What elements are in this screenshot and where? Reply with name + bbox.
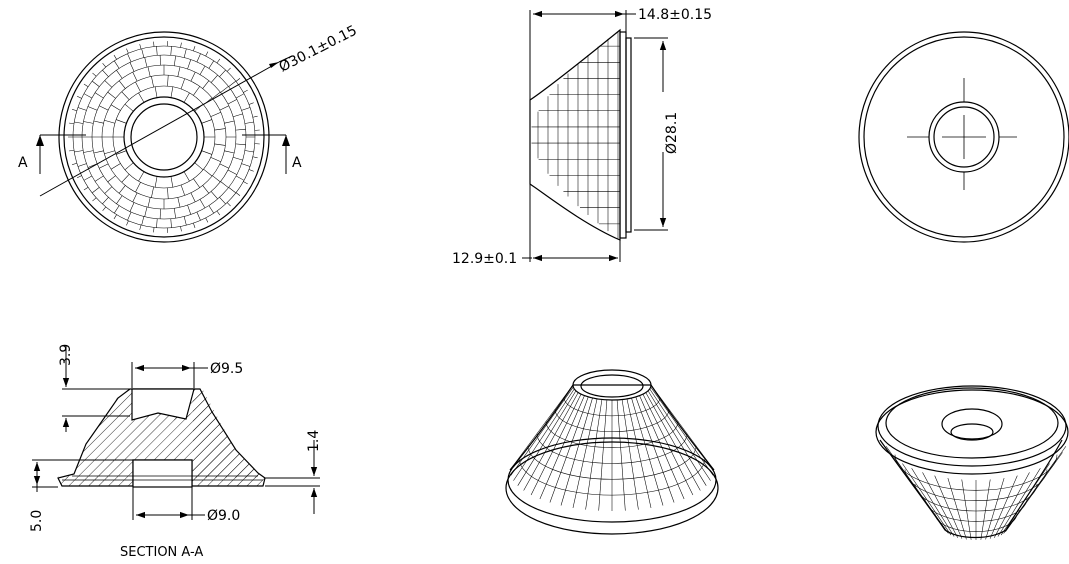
flange-thickness-label: 1.4 bbox=[306, 430, 322, 452]
iso1-top-bore-inner bbox=[580, 374, 644, 398]
side-profile bbox=[529, 28, 621, 241]
facet-grid bbox=[68, 41, 260, 233]
side-view: 14.8±0.15 12.9±0.1 Ø28.1 bbox=[452, 7, 712, 267]
section-view: 3.9 Ø9.5 1.4 5.0 Ø9.0 SECTION A-A bbox=[29, 344, 322, 560]
iso2-bore-outer bbox=[941, 408, 1003, 440]
diameter-leader bbox=[39, 61, 280, 197]
flange-inner bbox=[619, 31, 627, 239]
outer-diameter-label: Ø30.1±0.15 bbox=[277, 23, 360, 76]
iso1-facet-grid bbox=[509, 384, 715, 511]
isometric-view-back bbox=[875, 385, 1069, 540]
iso1-cone bbox=[509, 384, 715, 471]
top-bore-label: Ø9.5 bbox=[210, 361, 243, 377]
height-top-label: 14.8±0.15 bbox=[638, 7, 712, 23]
center-bore-outer bbox=[123, 96, 205, 178]
iso2-flange-outer bbox=[875, 389, 1069, 475]
back-inner-circle bbox=[863, 36, 1065, 238]
back-view bbox=[858, 31, 1069, 243]
inner-rim-circle bbox=[63, 36, 265, 238]
section-title: SECTION A-A bbox=[120, 545, 203, 560]
bottom-bore-cut bbox=[132, 459, 193, 488]
iso1-top-bore-outer bbox=[572, 369, 652, 401]
iso2-bore-inner bbox=[950, 423, 994, 441]
center-bore-inner bbox=[130, 103, 198, 171]
side-facet-grid bbox=[531, 31, 620, 239]
base-height-label: 5.0 bbox=[29, 510, 45, 532]
back-outer-circle bbox=[858, 31, 1069, 243]
back-bore-inner bbox=[933, 106, 995, 168]
flange-outer bbox=[625, 37, 632, 233]
section-marker-left: A bbox=[18, 155, 28, 171]
section-marker-right: A bbox=[292, 155, 302, 171]
iso2-flange-rim bbox=[885, 387, 1059, 459]
outer-rim-circle bbox=[58, 31, 270, 243]
iso2-facet-grid bbox=[885, 446, 1067, 540]
iso2-flange-inner bbox=[877, 385, 1067, 467]
top-bore-cut bbox=[131, 388, 195, 421]
front-view: Ø30.1±0.15 A A bbox=[18, 23, 360, 243]
height-bottom-label: 12.9±0.1 bbox=[452, 251, 517, 267]
flange-diameter-label: Ø28.1 bbox=[664, 112, 680, 154]
bottom-bore-label: Ø9.0 bbox=[207, 508, 240, 524]
isometric-view-front bbox=[505, 369, 719, 535]
depth-label: 3.9 bbox=[58, 344, 74, 366]
